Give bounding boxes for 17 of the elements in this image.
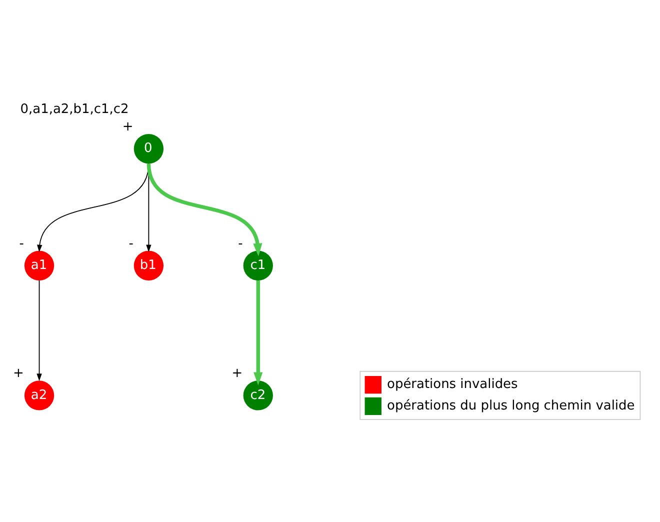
arrow [254, 280, 263, 386]
node-circle: c2 [243, 380, 273, 410]
node-label: - [238, 236, 243, 252]
node-label: + [12, 366, 24, 382]
node-circle: a2 [24, 380, 54, 410]
node-label: - [128, 236, 134, 252]
arrow [36, 280, 42, 382]
node-label: - [19, 236, 24, 252]
legend-label: opérations du plus long chemin valide [387, 398, 635, 414]
node-circle: c1 [243, 250, 273, 280]
node-circle: 0 [134, 134, 164, 164]
node-label: + [122, 119, 134, 134]
node-circle: a1 [24, 250, 54, 280]
node-circle: b1 [134, 250, 164, 280]
node-label: + [232, 366, 243, 382]
legend-label: opérations invalides [387, 377, 518, 392]
diagram-title: 0,a1,a2,b1,c1,c2 [20, 102, 129, 117]
